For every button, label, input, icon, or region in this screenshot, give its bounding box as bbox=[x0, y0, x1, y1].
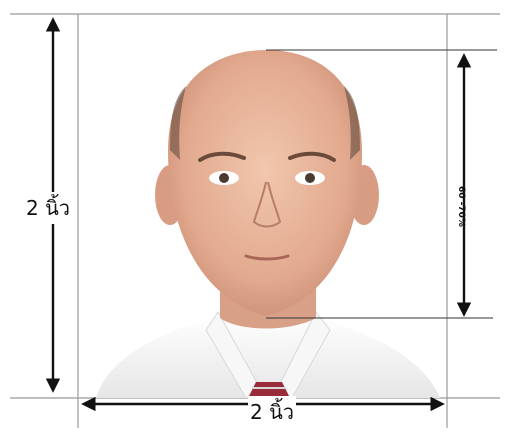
tie bbox=[248, 382, 290, 398]
width-label: 2 นิ้ว bbox=[248, 396, 296, 428]
height-label: 2 นิ้ว bbox=[24, 192, 72, 224]
face-ratio-label: 60 -70% bbox=[456, 186, 466, 227]
mouth bbox=[244, 254, 290, 261]
shirt bbox=[96, 314, 440, 398]
